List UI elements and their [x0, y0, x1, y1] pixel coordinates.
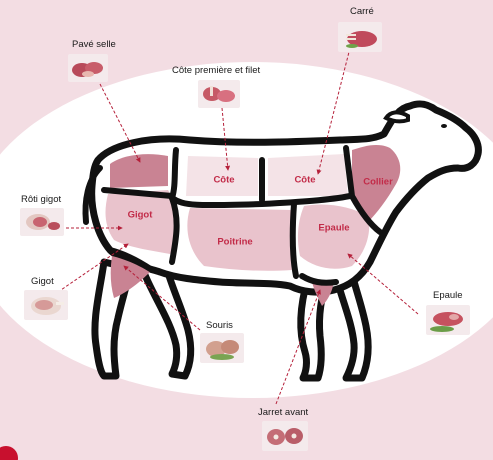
part-label-poitrine: Poitrine [217, 237, 252, 247]
lamb-eye [441, 124, 447, 128]
part-label-cote-1: Côte [213, 175, 234, 185]
part-label-collier: Collier [363, 177, 393, 187]
gigot-photo [24, 290, 68, 320]
pave-selle-photo [68, 54, 108, 82]
callout-label-souris: Souris [206, 321, 233, 331]
callout-label-cote-premiere-filet: Côte première et filet [172, 66, 260, 76]
carre-photo [338, 22, 382, 52]
callout-label-carre: Carré [350, 7, 374, 17]
callout-label-epaule: Epaule [433, 291, 463, 301]
callout-label-jarret-avant: Jarret avant [258, 408, 308, 418]
part-label-epaule: Epaule [318, 223, 349, 233]
epaule-photo [426, 305, 470, 335]
cote-premiere-filet-photo [198, 80, 240, 108]
jarret-avant-photo [262, 421, 308, 451]
souris-photo [200, 333, 244, 363]
part-label-cote-2: Côte [294, 175, 315, 185]
corner-mark [0, 446, 18, 460]
roti-gigot-photo [20, 208, 64, 236]
part-label-gigot: Gigot [128, 210, 153, 220]
callout-label-gigot: Gigot [31, 277, 54, 287]
callout-label-roti-gigot: Rôti gigot [21, 195, 61, 205]
lamb-ear [386, 112, 408, 121]
callout-label-pave-selle: Pavé selle [72, 40, 116, 50]
